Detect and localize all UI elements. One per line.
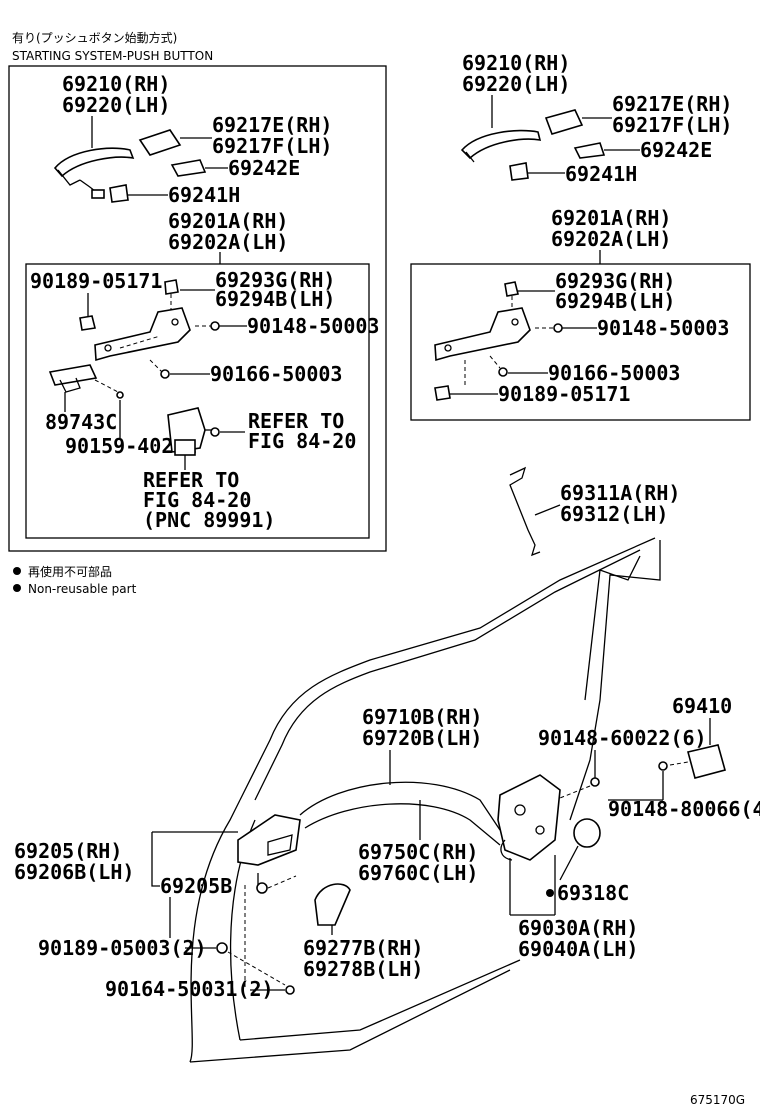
actuator-icon xyxy=(167,407,206,456)
label-handle-rh: 69210(RH) xyxy=(62,72,170,96)
label-lock-rh: 69030A(RH) xyxy=(518,916,638,940)
label-clip: 90189-05171 xyxy=(30,269,162,293)
header-en: STARTING SYSTEM-PUSH BUTTON xyxy=(12,49,213,63)
bolt2-icon xyxy=(160,369,170,379)
handle-cover-icon xyxy=(138,129,212,156)
r-clip-icon xyxy=(434,385,451,401)
sensor-icon xyxy=(48,364,98,393)
cable-lower-icon xyxy=(304,803,501,846)
inside-handle-icon xyxy=(237,814,301,866)
screw2-icon xyxy=(285,985,295,995)
clip-icon xyxy=(79,315,96,331)
nonreusable-dot-icon xyxy=(13,567,21,575)
left-subpanel-frame xyxy=(25,263,370,539)
label-inner-lh: 69206B(LH) xyxy=(14,860,134,884)
r-bracket-icon xyxy=(504,281,519,297)
label-frame-rh: 69201A(RH) xyxy=(168,209,288,233)
label-lock-lh: 69040A(LH) xyxy=(518,937,638,961)
label-cable2-rh: 69750C(RH) xyxy=(358,840,478,864)
r-label-bolt1: 90148-50003 xyxy=(597,316,729,340)
r-label-cap: 69242E xyxy=(640,138,712,162)
r-label-clip: 90189-05171 xyxy=(498,382,630,406)
label-rod-rh: 69311A(RH) xyxy=(560,481,680,505)
r-label-handle-rh: 69210(RH) xyxy=(462,51,570,75)
label-handle-lh: 69220(LH) xyxy=(62,93,170,117)
label-rod-lh: 69312(LH) xyxy=(560,502,668,526)
label-inner-rh: 69205(RH) xyxy=(14,839,122,863)
seal-nonreusable-icon xyxy=(546,889,554,897)
cable-upper-icon xyxy=(299,781,501,831)
label-pad-lh: 69278B(LH) xyxy=(303,957,423,981)
lock-rod-icon xyxy=(509,466,541,557)
r-label-handle-lh: 69220(LH) xyxy=(462,72,570,96)
legend-en: Non-reusable part xyxy=(28,582,137,596)
r-sub-cap-icon xyxy=(509,162,529,181)
label-bracket-lh: 69294B(LH) xyxy=(215,287,335,311)
label-bolt2: 90166-50003 xyxy=(210,362,342,386)
pad-icon xyxy=(314,883,351,926)
label-cap: 69242E xyxy=(228,156,300,180)
r-label-cover-rh: 69217E(RH) xyxy=(612,92,732,116)
striker-icon xyxy=(687,744,726,779)
label-cable2-lh: 69760C(LH) xyxy=(358,861,478,885)
label-cable-rh: 69710B(RH) xyxy=(362,705,482,729)
label-bolt-4: 90148-80066(4) xyxy=(608,797,760,821)
label-sub-cap: 69241H xyxy=(168,183,240,207)
label-pad-rh: 69277B(RH) xyxy=(303,936,423,960)
outside-handle-icon xyxy=(53,147,135,199)
header-jp: 有り(プッシュボタン始動方式) xyxy=(12,30,177,45)
figure-code: 675170G xyxy=(690,1093,745,1107)
label-refer2b: FIG 84-20 xyxy=(143,488,251,512)
inside-handle-bezel-icon xyxy=(256,882,268,894)
r-label-frame-rh: 69201A(RH) xyxy=(551,206,671,230)
label-refer1b: FIG 84-20 xyxy=(248,429,356,453)
frame-icon xyxy=(94,307,191,362)
label-cover-rh: 69217E(RH) xyxy=(212,113,332,137)
nonreusable-dot-icon-2 xyxy=(13,584,21,592)
r-label-frame-lh: 69202A(LH) xyxy=(551,227,671,251)
r-frame-icon xyxy=(434,307,531,362)
label-refer2a: REFER TO xyxy=(143,468,239,492)
striker-bolt-icon xyxy=(658,761,668,771)
lock-bolt-icon xyxy=(590,777,600,787)
label-refer2c: (PNC 89991) xyxy=(143,508,275,532)
bolt1-icon xyxy=(210,321,220,331)
r-cap-icon xyxy=(573,142,606,159)
label-bolt-6: 90148-60022(6) xyxy=(538,726,707,750)
sub-cap-icon xyxy=(109,184,168,203)
label-cable-lh: 69720B(LH) xyxy=(362,726,482,750)
r-label-sub-cap: 69241H xyxy=(565,162,637,186)
r-label-cover-lh: 69217F(LH) xyxy=(612,113,732,137)
label-striker: 69410 xyxy=(672,694,732,718)
bolt3-icon xyxy=(210,427,220,437)
legend-ja: 再使用不可部品 xyxy=(28,564,112,579)
left-panel-frame xyxy=(8,65,387,552)
label-bracket-rh: 69293G(RH) xyxy=(215,268,335,292)
r-bolt1-icon xyxy=(553,323,563,333)
r-cover-icon xyxy=(544,109,584,135)
r-bolt2-icon xyxy=(498,367,508,377)
door-lock-icon xyxy=(497,774,561,861)
label-refer1a: REFER TO xyxy=(248,409,344,433)
right-subpanel-frame xyxy=(410,263,751,421)
door-outline xyxy=(189,537,661,1063)
label-frame-lh: 69202A(LH) xyxy=(168,230,288,254)
label-bolt1: 90148-50003 xyxy=(247,314,379,338)
r-label-bracket-rh: 69293G(RH) xyxy=(555,269,675,293)
label-seal: 69318C xyxy=(557,881,629,905)
label-cover-lh: 69217F(LH) xyxy=(212,134,332,158)
cap-icon xyxy=(170,159,228,177)
label-clip2: 90189-05003(2) xyxy=(38,936,207,960)
screw-icon xyxy=(116,391,124,399)
r-label-bolt2: 90166-50003 xyxy=(548,361,680,385)
bracket-icon xyxy=(164,279,179,295)
seal-icon xyxy=(573,818,601,848)
label-screw2: 90164-50031(2) xyxy=(105,977,274,1001)
label-inner-b: 69205B xyxy=(160,874,232,898)
clip2-icon xyxy=(216,942,228,954)
label-sensor: 89743C xyxy=(45,410,117,434)
r-label-bracket-lh: 69294B(LH) xyxy=(555,289,675,313)
r-outside-handle-icon xyxy=(460,129,542,163)
